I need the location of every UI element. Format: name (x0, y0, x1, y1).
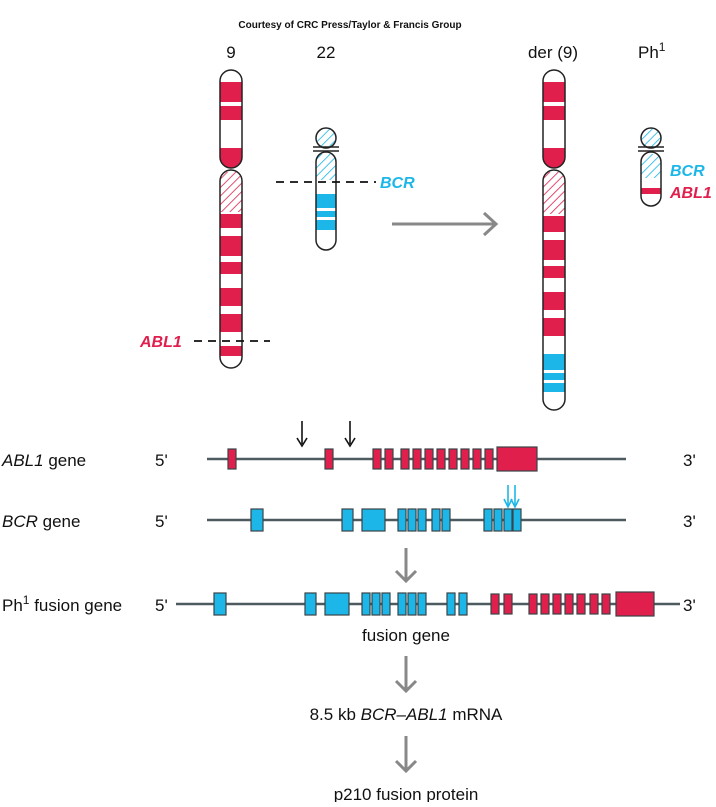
fusion-exon-2 (304, 592, 317, 616)
abl1-exon-11 (472, 448, 482, 470)
abl1-exon-4 (384, 448, 394, 470)
ph-label: Ph1 (638, 40, 666, 62)
credit-text: Courtesy of CRC Press/Taylor & Francis G… (238, 20, 461, 31)
fusion-exon-4 (361, 592, 371, 616)
abl1-exon-7 (424, 448, 434, 470)
bcr-exon-2 (341, 508, 354, 532)
fusion-exon-18 (576, 593, 586, 615)
translocation-arrow (392, 211, 499, 237)
abl1-exons (227, 446, 538, 472)
bcr-exon-5 (407, 508, 417, 532)
bcr-three-prime: 3' (683, 512, 696, 531)
bcr-exon-7 (431, 508, 441, 532)
chromosome-22 (313, 127, 339, 251)
protein-caption: p210 fusion protein (334, 785, 479, 802)
fusion-exon-8 (407, 592, 417, 616)
bcr-exon-4 (397, 508, 407, 532)
fusion-exons (213, 591, 655, 617)
abl1-exon-12 (484, 448, 494, 470)
abl1-exon-1 (227, 448, 237, 470)
abl1-exon-10 (460, 448, 470, 470)
down-arrow-2 (394, 656, 418, 694)
chr9-label: 9 (226, 43, 235, 62)
bcr-breakpoint-arrows (503, 485, 520, 509)
down-arrow-3 (394, 736, 418, 774)
bcr-exon-1 (250, 508, 264, 532)
fusion-exon-9 (417, 592, 427, 616)
fusion-three-prime: 3' (683, 596, 696, 615)
abl1-exon-2 (324, 448, 334, 470)
chr22-label: 22 (317, 43, 336, 62)
bcr-exons (250, 508, 522, 532)
abl1-breakpoint-arrows (296, 421, 356, 448)
bcr-exon-8 (441, 508, 451, 532)
fusion-exon-1 (213, 592, 227, 616)
bcr-exon-9 (483, 508, 493, 532)
abl1-exon-13 (496, 446, 538, 472)
bcr-five-prime: 5' (155, 512, 168, 531)
der9-label: der (9) (528, 43, 578, 62)
fusion-exon-5 (371, 592, 381, 616)
abl1-exon-9 (448, 448, 458, 470)
abl1-exon-6 (412, 448, 422, 470)
abl1-five-prime: 5' (155, 451, 168, 470)
abl1-exon-5 (400, 448, 410, 470)
fusion-exon-13 (503, 593, 513, 615)
abl1-three-prime: 3' (683, 451, 696, 470)
bcr-exon-3 (361, 508, 386, 532)
fusion-gene-label: Ph1 fusion gene (2, 593, 122, 615)
fusion-exon-7 (397, 592, 407, 616)
fusion-exon-6 (381, 592, 391, 616)
fusion-exon-20 (601, 593, 611, 615)
abl1-exon-8 (436, 448, 446, 470)
bcr-exon-12 (512, 508, 522, 532)
chromosome-9 (219, 69, 243, 369)
bcr-exon-11 (503, 508, 513, 532)
fusion-five-prime: 5' (155, 596, 168, 615)
fusion-exon-10 (446, 592, 456, 616)
bcr-gene-label: BCR gene (2, 512, 80, 531)
ph-bcr-tag: BCR (670, 163, 705, 180)
bcr-exon-6 (417, 508, 427, 532)
fusion-exon-11 (458, 592, 468, 616)
fusion-exon-19 (589, 593, 599, 615)
chromosome-ph (638, 127, 664, 207)
fusion-exon-14 (528, 593, 538, 615)
abl1-breakpoint-tag: ABL1 (139, 334, 182, 351)
fusion-gene-caption: fusion gene (362, 626, 450, 645)
fusion-exon-16 (552, 593, 562, 615)
bcr-breakpoint-tag: BCR (380, 175, 415, 192)
bcr-exon-10 (493, 508, 503, 532)
fusion-exon-17 (564, 593, 574, 615)
chromosome-der9 (542, 69, 566, 411)
abl1-exon-3 (372, 448, 382, 470)
fusion-exon-3 (324, 592, 350, 616)
fusion-exon-15 (540, 593, 550, 615)
fusion-exon-21 (615, 591, 655, 617)
fusion-exon-12 (490, 593, 500, 615)
mrna-caption: 8.5 kb BCR–ABL1 mRNA (310, 705, 503, 724)
ph-abl1-tag: ABL1 (669, 185, 712, 202)
down-arrow-1 (394, 548, 418, 584)
abl1-gene-label: ABL1 gene (1, 451, 86, 470)
